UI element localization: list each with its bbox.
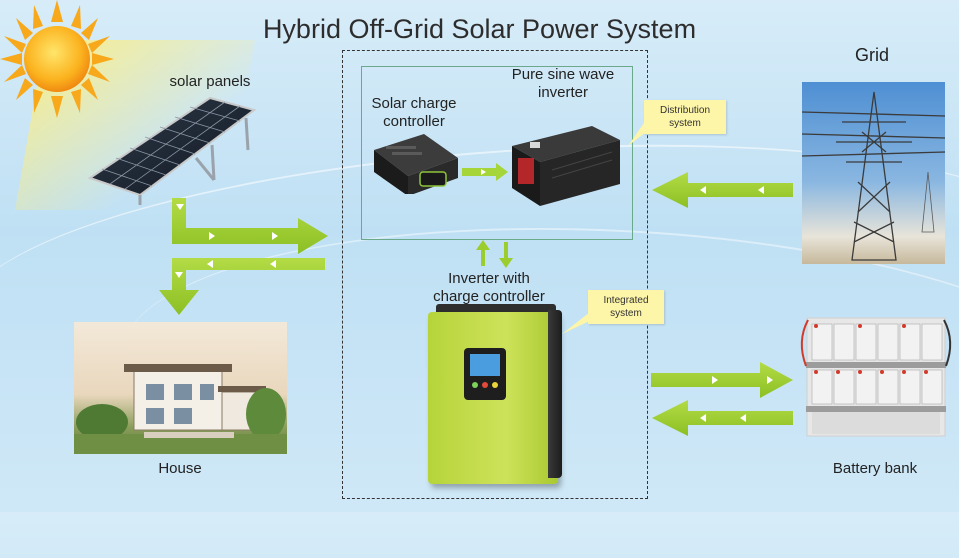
label-line: Solar charge — [371, 95, 457, 112]
arrow-charger-to-inverter — [462, 163, 508, 181]
inverter-led — [492, 382, 498, 388]
tag-integrated-system: Integrated system — [588, 290, 664, 324]
grid-tower-image — [802, 82, 945, 264]
arrow-panels-to-system — [172, 198, 328, 254]
label-line: Inverter with — [448, 270, 530, 287]
house-image — [74, 322, 287, 454]
label-pure-sine-inverter: Pure sine wave inverter — [498, 66, 628, 102]
inverter-lcd-screen — [470, 354, 500, 376]
hybrid-inverter-side — [548, 310, 562, 478]
tag-distribution-system: Distribution system — [644, 100, 726, 134]
label-line: controller — [383, 113, 445, 130]
arrow-system-to-battery — [651, 362, 793, 398]
pure-sine-inverter-image — [512, 126, 620, 206]
tag-pointer — [628, 120, 656, 146]
charge-controller-image — [374, 134, 458, 194]
label-solar-charge-controller: Solar charge controller — [354, 95, 474, 131]
label-solar-panels: solar panels — [169, 73, 251, 90]
battery-bank-image — [800, 317, 952, 437]
label-battery-bank: Battery bank — [832, 460, 918, 477]
inverter-led — [482, 382, 488, 388]
sun-icon — [0, 0, 114, 118]
page-title: Hybrid Off-Grid Solar Power System — [262, 14, 697, 44]
arrow-grid-to-distribution — [652, 172, 793, 208]
label-inverter-with-charge-controller: Inverter with charge controller — [414, 270, 564, 306]
label-line: inverter — [537, 84, 589, 101]
tag-line: Distribution — [659, 105, 711, 116]
label-line: Pure sine wave — [511, 66, 615, 83]
inverter-led — [472, 382, 478, 388]
tag-pointer — [562, 312, 600, 334]
component-group-box — [361, 66, 633, 240]
diagram-canvas — [0, 0, 952, 437]
label-house: House — [158, 460, 202, 477]
label-grid: Grid — [854, 45, 889, 65]
arrow-bidirectional-vertical — [476, 240, 513, 268]
label-line: charge controller — [433, 288, 545, 305]
arrow-system-to-house — [159, 258, 325, 315]
solar-panel-image — [87, 96, 257, 205]
tag-line: system — [610, 308, 642, 319]
tag-line: Integrated — [603, 295, 649, 306]
arrow-battery-to-system — [652, 400, 793, 436]
system-boundary — [342, 50, 648, 499]
tag-line: system — [669, 118, 701, 129]
